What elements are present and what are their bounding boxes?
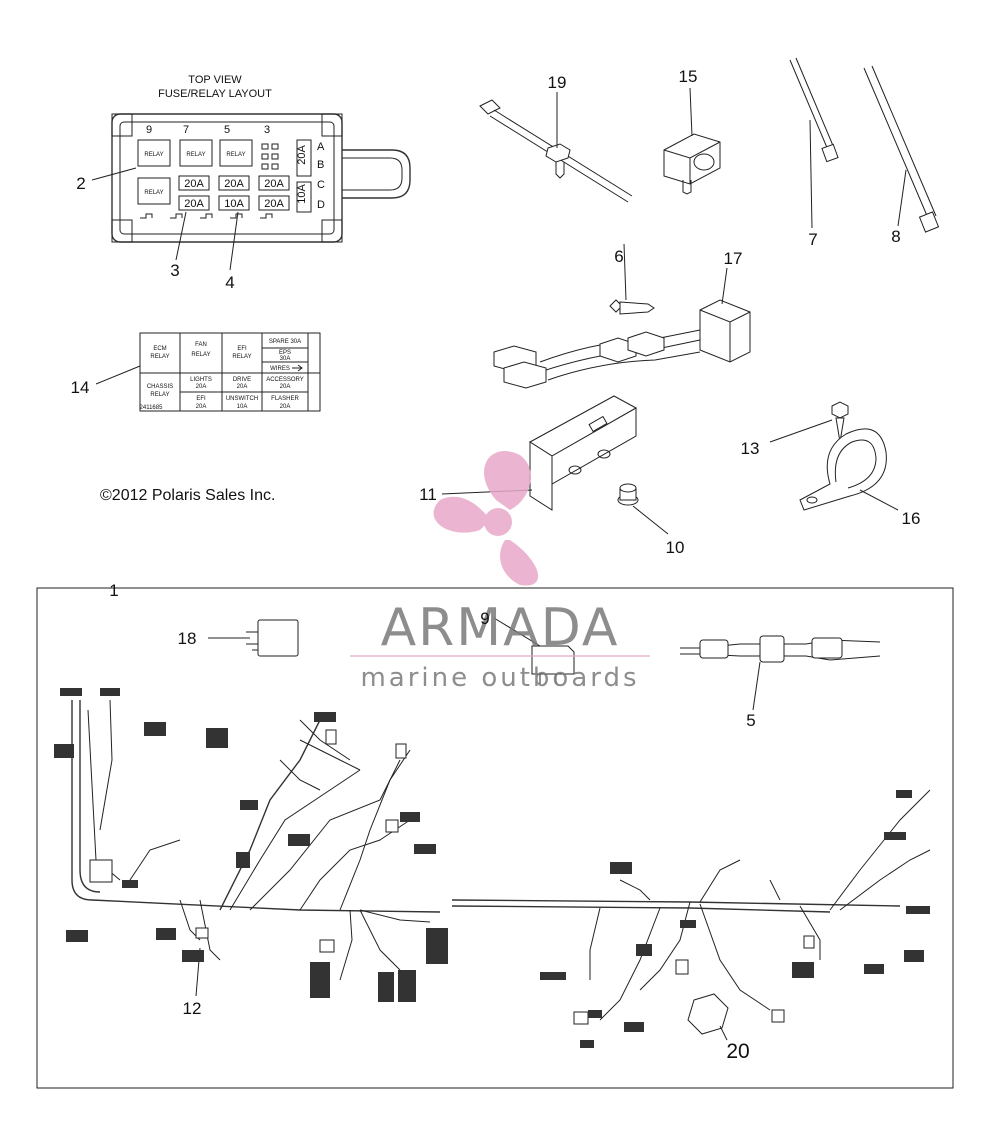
push-nut [663,87,721,195]
row-letter-d: D [317,199,325,211]
callout-18: 18 [178,629,197,648]
chart-cell: ACCESSORY [266,377,304,383]
fuse-label-chart: ECM RELAY FAN RELAY EFI RELAY SPARE 30A … [95,332,321,412]
fuse-value: 20A [264,198,284,210]
propeller-logo-icon [433,451,539,586]
chart-cell: 20A [280,404,291,410]
main-harness-frame [36,587,954,1089]
chart-cell: RELAY [191,352,210,358]
harness-tag-blocks-left [54,688,448,1002]
fuse-value: 10A [224,198,244,210]
chart-cell: 10A [237,404,248,410]
callout-1: 1 [109,581,118,600]
cable-tie-short [789,57,839,229]
chart-cell: DRIVE [233,377,251,383]
armada-watermark: ARMADA marine outboards [350,451,650,693]
fuse-value: 20A [264,178,284,190]
relay-label: RELAY [144,152,163,158]
watermark-brand: ARMADA [381,598,620,658]
cable-tie-long [863,65,940,233]
chart-cell: 20A [196,384,207,390]
chart-cell: 30A [280,356,291,362]
p-clamp [799,428,899,511]
callout-20: 20 [726,1040,749,1063]
chart-cell: 20A [196,404,207,410]
fuse-value: 20A [224,178,244,190]
slot-number-7: 7 [183,124,189,136]
callout-2: 2 [76,174,85,193]
callout-12: 12 [183,999,202,1018]
relay [208,619,299,657]
callout-14: 14 [71,378,90,397]
chart-cell: LIGHTS [190,377,212,383]
rivet [617,483,669,535]
slot-number-5: 5 [224,124,230,136]
callout-19: 19 [548,73,567,92]
callout-17: 17 [724,249,743,268]
side-fuse-value: 20A [296,145,308,165]
chart-cell: EFI [237,346,247,352]
slot-number-3: 3 [264,124,270,136]
chart-cell: EFI [196,396,206,402]
watermark-tagline: marine outboards [360,663,639,693]
row-letter-c: C [317,179,325,191]
screw [609,243,655,315]
relay-label: RELAY [144,190,163,196]
chart-cell: 20A [237,384,248,390]
chart-cell: 20A [280,384,291,390]
callout-11: 11 [419,485,437,504]
relay-label: RELAY [226,152,245,158]
chart-cell: FAN [195,342,207,348]
callout-10: 10 [666,538,685,557]
row-letter-b: B [317,159,324,171]
harness-tag-blocks-right [540,790,930,1048]
callout-numbers: 1 2 3 4 5 6 7 8 9 10 11 12 13 14 15 16 1… [71,67,921,1063]
row-letter-a: A [317,141,325,153]
chart-cell: SPARE 30A [269,339,301,345]
chart-cell: FLASHER [271,396,299,402]
callout-9: 9 [480,609,489,628]
left-wiring-harness [71,699,441,997]
callout-7: 7 [808,230,817,249]
chart-cell: RELAY [150,392,169,398]
side-fuse-value: 10A [296,184,308,204]
chart-cell: RELAY [232,354,251,360]
fuse-value: 20A [184,178,204,190]
fuse-box: TOP VIEW FUSE/RELAY LAYOUT 9 7 5 3 RELAY… [91,74,411,271]
harness-connector [493,267,751,389]
cable-tie-push-mount [479,92,633,203]
fuse-value: 20A [184,198,204,210]
callout-16: 16 [902,509,921,528]
callout-15: 15 [679,67,698,86]
callout-5: 5 [746,711,755,730]
circuit-breaker [493,617,575,684]
callout-3: 3 [170,261,179,280]
chart-cell: RELAY [150,354,169,360]
mounting-bracket [441,395,638,511]
chart-cell: CHASSIS [147,384,173,390]
relay-label: RELAY [186,152,205,158]
chart-cell: ECM [153,346,166,352]
copyright: ©2012 Polaris Sales Inc. [100,487,275,504]
callout-8: 8 [891,227,900,246]
chart-part-number: 2411685 [140,405,164,411]
chart-cell: EPS [279,350,291,356]
chart-cell: UNSWITCH [226,396,258,402]
callout-13: 13 [741,439,760,458]
jumper-harness [680,635,881,711]
tapping-screw [769,401,849,443]
callout-4: 4 [225,273,234,292]
right-wiring-harness [451,789,931,1041]
fuse-box-title-1: TOP VIEW [188,74,242,86]
slot-number-9: 9 [146,124,152,136]
fuse-box-title-2: FUSE/RELAY LAYOUT [158,88,272,100]
chart-cell: WIRES [270,366,290,372]
callout-6: 6 [614,247,623,266]
